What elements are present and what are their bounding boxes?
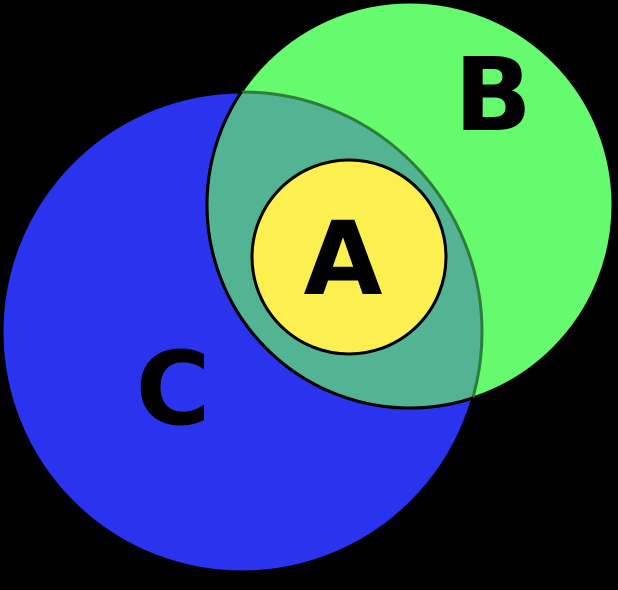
set-b-label: B — [454, 36, 532, 155]
set-a-label: A — [304, 200, 383, 319]
set-a-circle — [250, 158, 448, 356]
b-arc-stroke — [205, 92, 482, 410]
b-arc-over-c — [205, 92, 482, 410]
set-c-label: C — [136, 330, 211, 449]
